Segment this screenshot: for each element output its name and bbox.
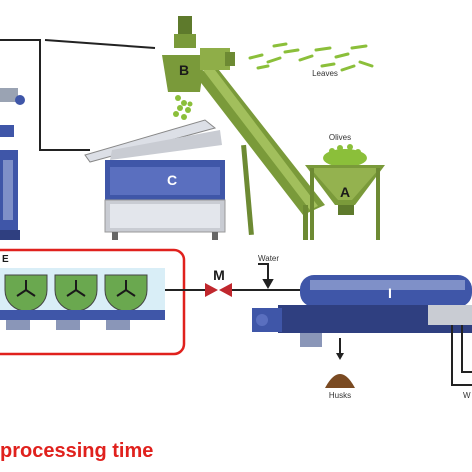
leaves-label: Leaves [312,69,338,78]
washer-label: C [167,172,177,188]
malaxer-group: E [0,248,186,356]
leaves-scatter [248,42,374,72]
left-partial-machine [0,88,25,240]
partial-outlet-label: W [463,391,471,400]
leaf-remover-label: B [179,62,189,78]
pump-to-decanter-pipe [232,263,305,291]
conveyor [195,65,325,240]
pump: M [205,267,232,297]
falling-olives [173,95,193,120]
hopper: Olives A [305,133,385,240]
caption: processing time [0,440,154,462]
mixing-paddles [16,280,136,297]
feed-lines [0,39,156,151]
leaf-remover: B [162,16,235,92]
olive-pile [323,144,367,167]
water-label: Water [258,254,279,263]
washer-machine: C [84,119,226,240]
right-outlet-pipes [451,325,472,386]
pump-label: M [213,267,225,283]
husks-outlet: Husks [325,338,355,400]
decanter-label: I [388,285,392,301]
malaxer-label: E [2,254,9,265]
highlight-box [0,248,186,356]
husks-label: Husks [329,391,351,400]
olives-label: Olives [329,133,351,142]
decanter: I [252,275,472,347]
hopper-label: A [340,184,350,200]
